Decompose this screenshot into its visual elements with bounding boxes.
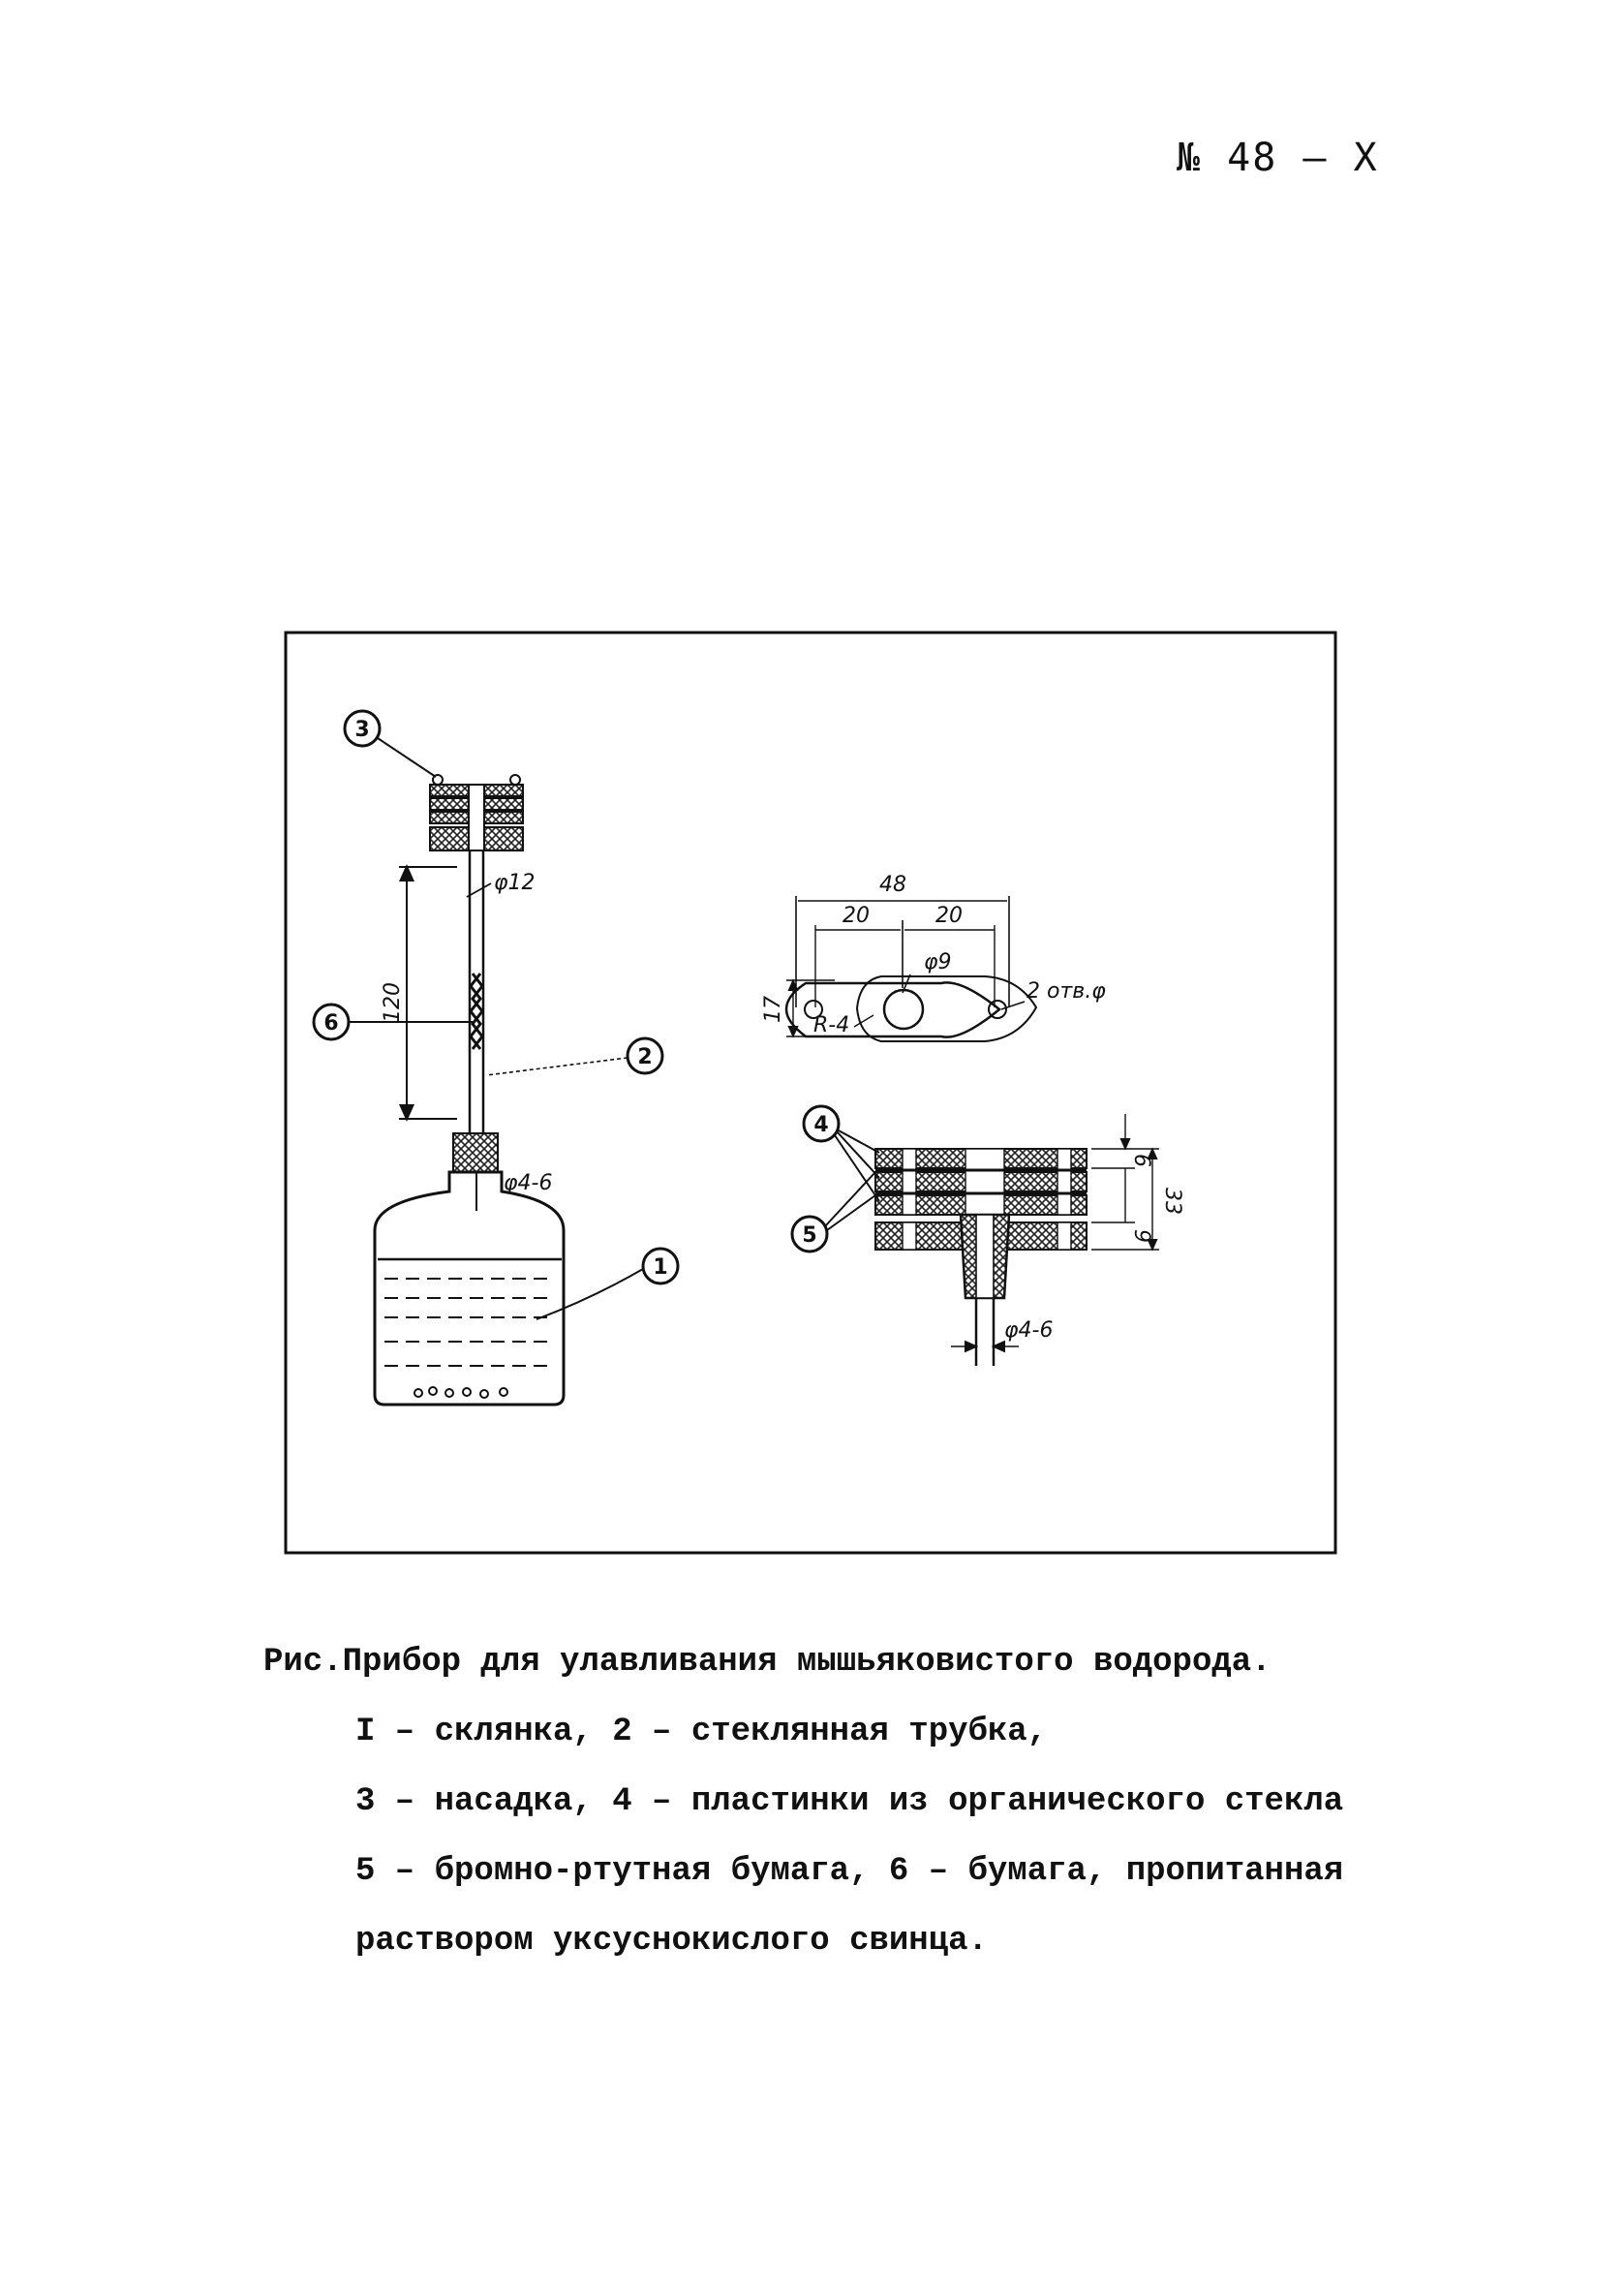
left-dimensions: 120 φ12 φ4-6	[381, 864, 552, 1195]
bottle-stopper	[452, 1132, 499, 1173]
svg-text:6: 6	[323, 1011, 338, 1036]
callout-4: 4	[802, 1104, 880, 1202]
dim-120: 120	[381, 982, 405, 1023]
glass-tube	[468, 850, 485, 1153]
dim-48: 48	[879, 873, 906, 897]
callout-6: 6	[312, 1003, 473, 1041]
dim-20a: 20	[843, 904, 870, 928]
figure-border	[284, 631, 1337, 1555]
svg-text:1: 1	[653, 1255, 667, 1280]
dim-phi46-left: φ4-6	[504, 1171, 552, 1195]
bottle	[373, 1170, 566, 1407]
caption-line-3: 3 – насадка, 4 – пластинки из органическ…	[355, 1783, 1344, 1820]
plate-stack-section: φ4-6 6 33 9	[874, 1114, 1184, 1366]
plate-plan: 48 20 20 φ9 2 отв.φ 17 R-4	[761, 873, 1106, 1042]
dim-17: 17	[761, 996, 785, 1023]
svg-text:5: 5	[802, 1223, 816, 1248]
caption-line-5: раствором уксуснокислого свинца.	[355, 1923, 988, 1960]
svg-text:4: 4	[813, 1113, 828, 1137]
nozzle-assembly	[429, 774, 524, 851]
dim-phi12: φ12	[494, 871, 536, 895]
dim-20b: 20	[935, 904, 963, 928]
callout-3: 3	[343, 709, 437, 778]
svg-text:3: 3	[354, 718, 369, 742]
svg-text:2: 2	[637, 1045, 652, 1069]
caption-line-4: 5 – бромно-ртутная бумага, 6 – бумага, п…	[355, 1853, 1344, 1890]
page-number: № 48 – X	[1177, 136, 1379, 180]
figure-caption: Рис.Прибор для улавливания мышьяковистог…	[263, 1627, 1445, 1976]
dim-9: 9	[1129, 1229, 1153, 1243]
dim-phi9: φ9	[924, 950, 952, 974]
caption-line-1: Рис.Прибор для улавливания мышьяковистог…	[263, 1644, 1272, 1681]
callout-5: 5	[790, 1171, 876, 1253]
dim-6: 6	[1129, 1154, 1153, 1167]
dim-33: 33	[1160, 1188, 1184, 1215]
callout-1: 1	[536, 1247, 680, 1320]
dim-phi46-right: φ4-6	[1004, 1318, 1053, 1343]
dim-holes: 2 отв.φ	[1026, 979, 1106, 1004]
figure-drawing: 120 φ12 φ4-6 3 6 2 1	[283, 630, 1338, 1558]
callout-2: 2	[485, 1036, 664, 1076]
dim-r4: R-4	[813, 1013, 849, 1037]
caption-line-2: I – склянка, 2 – стеклянная трубка,	[355, 1714, 1048, 1750]
apparatus-schematic: 120 φ12 φ4-6 3 6 2 1	[284, 631, 1337, 1555]
